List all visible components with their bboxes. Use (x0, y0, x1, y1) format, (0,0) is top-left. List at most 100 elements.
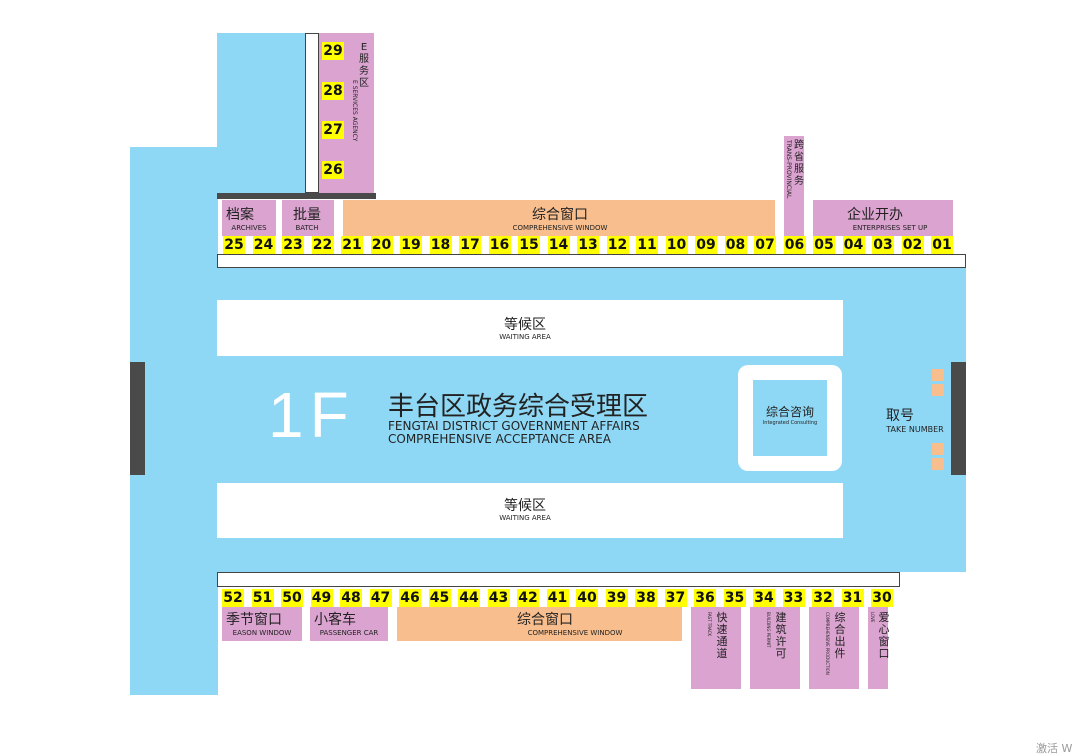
counter-wall-top (217, 193, 376, 199)
building-permit-label-en: BUILDING PERMIT (766, 612, 771, 648)
production-zone (809, 607, 859, 689)
window-number: 27 (322, 121, 344, 139)
window-number: 15 (518, 236, 540, 254)
e-service-label: E服务区 (359, 42, 369, 89)
window-number: 40 (576, 589, 598, 607)
comprehensive-top-label-en: COMPREHENSIVE WINDOW (512, 224, 608, 232)
archives-zone (222, 200, 276, 236)
fast-track-label: 快速通道 (716, 611, 728, 660)
window-number: 08 (724, 236, 747, 254)
window-number: 21 (341, 236, 363, 254)
comprehensive-bottom-label-en: COMPREHENSIVE WINDOW (527, 629, 623, 637)
window-number: 22 (311, 236, 334, 254)
watermark: 激活 W (1036, 742, 1073, 755)
hall-title-en-1: FENGTAI DISTRICT GOVERNMENT AFFAIRS (388, 419, 640, 433)
take-number-label-en: TAKE NUMBER (886, 425, 944, 434)
window-number: 01 (931, 236, 953, 254)
window-number: 33 (782, 589, 805, 607)
comprehensive-zone-bottom (397, 607, 682, 641)
window-number: 06 (783, 236, 806, 254)
trans-provincial-zone (784, 136, 804, 236)
window-number: 39 (605, 589, 628, 607)
batch-label-en: BATCH (295, 224, 319, 232)
waiting-top-label-en: WAITING AREA (499, 333, 551, 341)
bottom-counter (217, 572, 900, 587)
window-number: 47 (369, 589, 392, 607)
window-number: 38 (635, 589, 657, 607)
love-window-label-en: LOVE (870, 612, 875, 623)
window-number: 12 (606, 236, 629, 254)
ticket-machine[interactable] (932, 458, 944, 470)
waiting-area-bottom (217, 483, 843, 538)
archives-label-en: ARCHIVES (231, 224, 267, 232)
building-permit-label: 建筑许可 (775, 611, 787, 660)
love-window-zone (868, 607, 888, 689)
window-number: 29 (322, 42, 344, 60)
window-number: 51 (251, 589, 274, 607)
floor-label: 1F (268, 379, 355, 451)
ticket-machine[interactable] (932, 369, 944, 381)
window-number: 36 (694, 589, 716, 607)
enterprise-zone (813, 200, 953, 236)
window-number: 11 (636, 236, 658, 254)
waiting-area-top (217, 300, 843, 356)
window-number: 50 (281, 589, 303, 607)
hall-title-en-2: COMPREHENSIVE ACCEPTANCE AREA (388, 432, 611, 446)
window-number: 26 (322, 161, 344, 179)
trans-provincial-label: 跨省服务 (794, 140, 804, 187)
window-number: 37 (664, 589, 687, 607)
window-number: 05 (813, 236, 835, 254)
window-number: 34 (753, 589, 775, 607)
floor-upper-wing (217, 33, 305, 193)
consulting-label-en: Integrated Consulting (762, 420, 818, 426)
window-number: 52 (222, 589, 244, 607)
waiting-top-label: 等候区 (504, 317, 546, 333)
love-window-label: 爱心窗口 (878, 611, 890, 660)
comprehensive-top-label: 综合窗口 (532, 207, 588, 223)
door-left (130, 362, 145, 475)
top-counter (217, 254, 966, 268)
door-right (951, 362, 966, 475)
window-number: 46 (399, 589, 421, 607)
window-number: 41 (546, 589, 569, 607)
divider-wall (305, 33, 319, 193)
enterprise-label-en: ENTERPRISES SET UP (852, 224, 928, 232)
window-number: 07 (754, 236, 776, 254)
window-number: 23 (282, 236, 304, 254)
window-number: 04 (842, 236, 865, 254)
window-number: 30 (871, 589, 893, 607)
trans-provincial-label-en: TRANS-PROVINCIAL (785, 140, 792, 199)
consulting-desk (753, 380, 827, 456)
waiting-bottom-label: 等候区 (504, 498, 546, 514)
window-number: 32 (812, 589, 834, 607)
window-number: 02 (901, 236, 924, 254)
window-number: 09 (695, 236, 717, 254)
window-number: 17 (459, 236, 481, 254)
passenger-label: 小客车 (314, 612, 356, 628)
window-number: 42 (517, 589, 539, 607)
hall-title: 丰台区政务综合受理区 (388, 392, 649, 422)
window-number: 24 (252, 236, 275, 254)
fast-track-zone (691, 607, 741, 689)
window-number: 16 (488, 236, 511, 254)
window-number: 03 (872, 236, 894, 254)
season-label-en: EASON WINDOW (232, 629, 292, 637)
season-label: 季节窗口 (226, 612, 282, 628)
production-label: 综合出件 (834, 611, 846, 660)
consulting-label: 综合咨询 (765, 405, 814, 419)
e-service-label-en: E SERVICES AGENCY (351, 80, 358, 142)
window-number: 13 (577, 236, 599, 254)
building-permit-zone (750, 607, 800, 689)
archives-label: 档案 (226, 207, 254, 223)
window-number: 18 (429, 236, 452, 254)
passenger-zone (310, 607, 388, 641)
window-number: 10 (665, 236, 688, 254)
window-number: 19 (400, 236, 422, 254)
window-number: 35 (723, 589, 746, 607)
take-number-label: 取号 (886, 408, 914, 424)
batch-zone (282, 200, 334, 236)
ticket-machine[interactable] (932, 443, 944, 455)
ticket-machine[interactable] (932, 384, 944, 396)
batch-label: 批量 (293, 207, 321, 223)
season-zone (222, 607, 302, 641)
